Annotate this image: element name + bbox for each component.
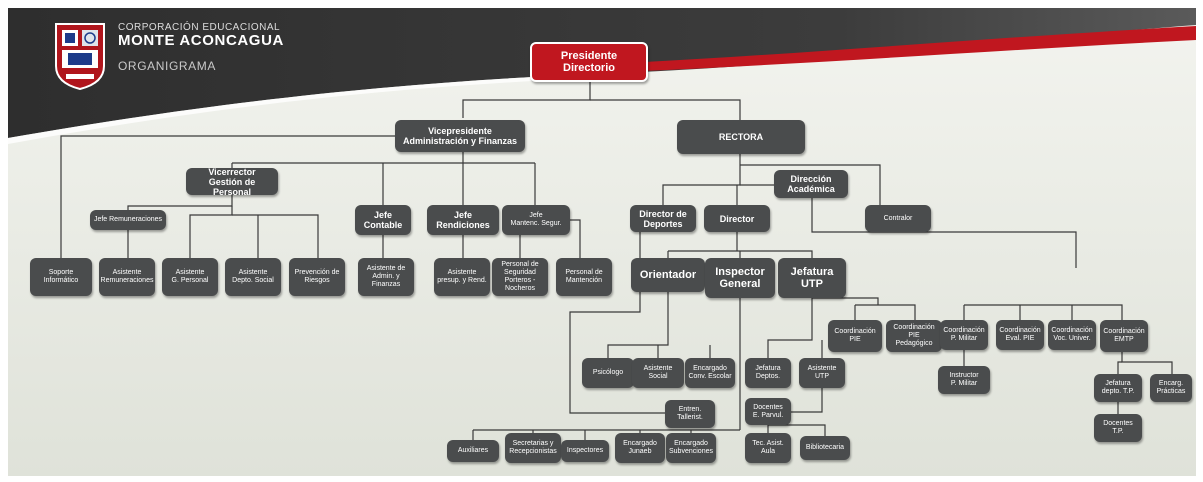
corporation-name: MONTE ACONCAGUA (118, 32, 284, 49)
node-instructor-p-militar: Instructor P. Militar (938, 366, 990, 394)
node-jefatura-deptos: Jefatura Deptos. (745, 358, 791, 388)
node-docentes-tp: Docentes T.P. (1094, 414, 1142, 442)
node-orientador: Orientador (631, 258, 705, 292)
node-secretarias-recepcionistas: Secretarias y Recepcionistas (505, 433, 561, 463)
node-coordinacion-p-militar: Coordinación P. Militar (940, 320, 988, 350)
node-jefe-contable: Jefe Contable (355, 205, 411, 235)
node-direccion-academica: Dirección Académica (774, 170, 848, 198)
node-director: Director (704, 205, 770, 232)
node-asistente-g-personal: Asistente G. Personal (162, 258, 218, 296)
node-vicerrector: Vicerrector Gestión de Personal (186, 167, 278, 197)
node-coordinacion-eval-pie: Coordinación Eval. PIE (996, 320, 1044, 350)
node-inspector-general: Inspector General (705, 258, 775, 298)
node-encarg-practicas: Encarg. Prácticas (1150, 374, 1192, 402)
node-psicologo: Psicólogo (582, 358, 634, 388)
node-jefatura-utp: Jefatura UTP (778, 258, 846, 298)
node-soporte-informatico: Soporte Informático (30, 258, 92, 296)
node-encargado-conv-escolar: Encargado Conv. Escolar (685, 358, 735, 388)
node-presidente-directorio: Presidente Directorio (530, 42, 648, 82)
school-crest-logo (55, 23, 105, 90)
node-coordinacion-pie-pedagogico: Coordinación PIE Pedagógico (886, 320, 942, 352)
node-director-deportes: Director de Deportes (630, 205, 696, 232)
node-asistente-admin-finanzas: Asistente de Admin. y Finanzas (358, 258, 414, 296)
node-asistente-utp: Asistente UTP (799, 358, 845, 388)
node-jefe-rendiciones: Jefe Rendiciones (427, 205, 499, 235)
node-prevencion-riesgos: Prevención de Riesgos (289, 258, 345, 296)
header-red-swoosh (560, 26, 1196, 74)
node-personal-mantencion: Personal de Mantención (556, 258, 612, 296)
node-asistente-presup-rend: Asistente presup. y Rend. (434, 258, 490, 296)
node-contralor: Contralor (865, 205, 931, 232)
node-jefatura-depto-tp: Jefatura depto. T.P. (1094, 374, 1142, 402)
node-inspectores: Inspectores (561, 440, 609, 462)
node-asistente-remuneraciones: Asistente Remuneraciones (99, 258, 155, 296)
node-jefe-remuneraciones: Jefe Remuneraciones (90, 210, 166, 230)
node-vicepresidente: Vicepresidente Administración y Finanzas (395, 120, 525, 152)
page-subtitle: ORGANIGRAMA (118, 59, 216, 73)
node-personal-seguridad: Personal de Seguridad Porteros - Nochero… (492, 258, 548, 296)
node-bibliotecaria: Bibliotecaria (800, 436, 850, 460)
node-entren-tallerist: Entren. Tallerist. (665, 400, 715, 428)
node-coordinacion-voc-univer: Coordinación Voc. Univer. (1048, 320, 1096, 350)
node-rectora: RECTORA (677, 120, 805, 154)
node-encargado-subvenciones: Encargado Subvenciones (666, 433, 716, 463)
corporation-label: CORPORACIÓN EDUCACIONAL (118, 22, 281, 33)
node-asistente-social: Asistente Social (632, 358, 684, 388)
node-coordinacion-emtp: Coordinación EMTP (1100, 320, 1148, 352)
node-coordinacion-pie: Coordinación PIE (828, 320, 882, 352)
node-asistente-depto-social: Asistente Depto. Social (225, 258, 281, 296)
node-encargado-junaeb: Encargado Junaeb (615, 433, 665, 463)
node-auxiliares: Auxiliares (447, 440, 499, 462)
node-jefe-mantenc-segur: Jefe Mantenc. Segur. (502, 205, 570, 235)
node-tec-asist-aula: Tec. Asist. Aula (745, 433, 791, 463)
brand-block: CORPORACIÓN EDUCACIONAL MONTE ACONCAGUA … (118, 22, 284, 73)
node-docentes-e-parvul: Docentes E. Parvul. (745, 398, 791, 425)
